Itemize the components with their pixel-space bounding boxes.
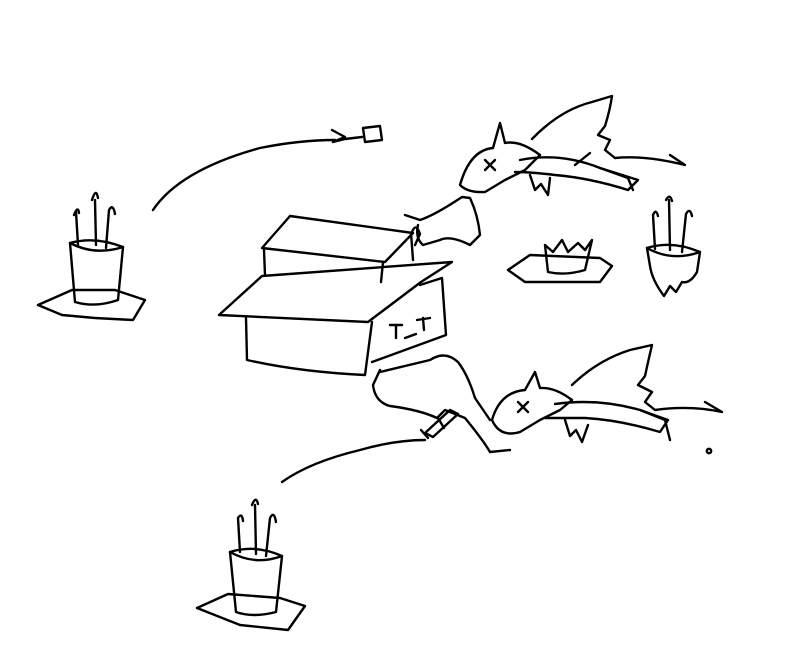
pot-of-incense-bottom: [195, 498, 307, 632]
dragon-top-head: [458, 121, 542, 194]
pot-left-mat: [36, 288, 147, 322]
path-line-bottom: [280, 438, 427, 484]
pot-left-body: [68, 239, 125, 306]
incense-stick: [680, 209, 694, 254]
ink-dot: [705, 447, 713, 455]
pot-right-body: [645, 243, 702, 298]
incense-stick: [72, 208, 81, 247]
crown-mat: [506, 253, 614, 284]
pot-of-incense-right: [645, 195, 702, 298]
dragon-top-neck: [403, 195, 482, 247]
dragon-bottom-neck-upper: [378, 354, 492, 422]
dragon-bottom-eye: [516, 400, 530, 414]
dragon-top-eye: [483, 158, 497, 172]
house-lower-walls: [244, 276, 448, 377]
sword-blade: [423, 408, 460, 439]
crown: [543, 238, 594, 275]
key: [330, 124, 384, 144]
dragon-bottom-wing: [570, 343, 724, 414]
incense-stick: [250, 498, 260, 556]
dragon-top-tail: [573, 151, 635, 192]
pot-bottom-mat: [195, 592, 307, 632]
pot-left-rim: [68, 241, 125, 252]
dragon-bottom-tail: [638, 408, 672, 442]
house-lower-roof: [217, 260, 454, 324]
house-face: [388, 316, 432, 340]
incense-stick: [104, 206, 117, 250]
dragon-top: [403, 94, 687, 247]
sword: [419, 408, 460, 440]
incense-stick: [236, 514, 245, 554]
incense-stick: [90, 191, 100, 247]
path-line-top: [151, 138, 337, 212]
key-bow: [361, 124, 384, 144]
dragon-top-body: [513, 156, 640, 192]
house-upper-roof: [260, 214, 415, 264]
dragon-bottom-legs: [563, 418, 590, 444]
pot-bottom-body: [228, 547, 284, 617]
dragon-bottom: [371, 343, 724, 454]
dragon-top-legs: [528, 173, 552, 197]
house-upper-walls: [262, 231, 415, 284]
key-shaft: [330, 128, 364, 144]
dragon-bottom-body: [543, 400, 670, 434]
crown-on-mat: [506, 238, 614, 284]
dragon-top-wing: [530, 94, 687, 167]
dragon-bottom-neck: [371, 368, 512, 454]
incense-stick: [264, 513, 278, 558]
incense-stick: [664, 195, 674, 252]
pot-of-incense-left: [36, 191, 147, 322]
pot-right-rim: [645, 246, 702, 258]
dragon-bottom-head: [490, 370, 574, 435]
sword-hilt: [419, 416, 446, 440]
house-with-face: [217, 214, 454, 377]
incense-stick: [651, 210, 660, 251]
pot-bottom-rim: [228, 550, 284, 562]
